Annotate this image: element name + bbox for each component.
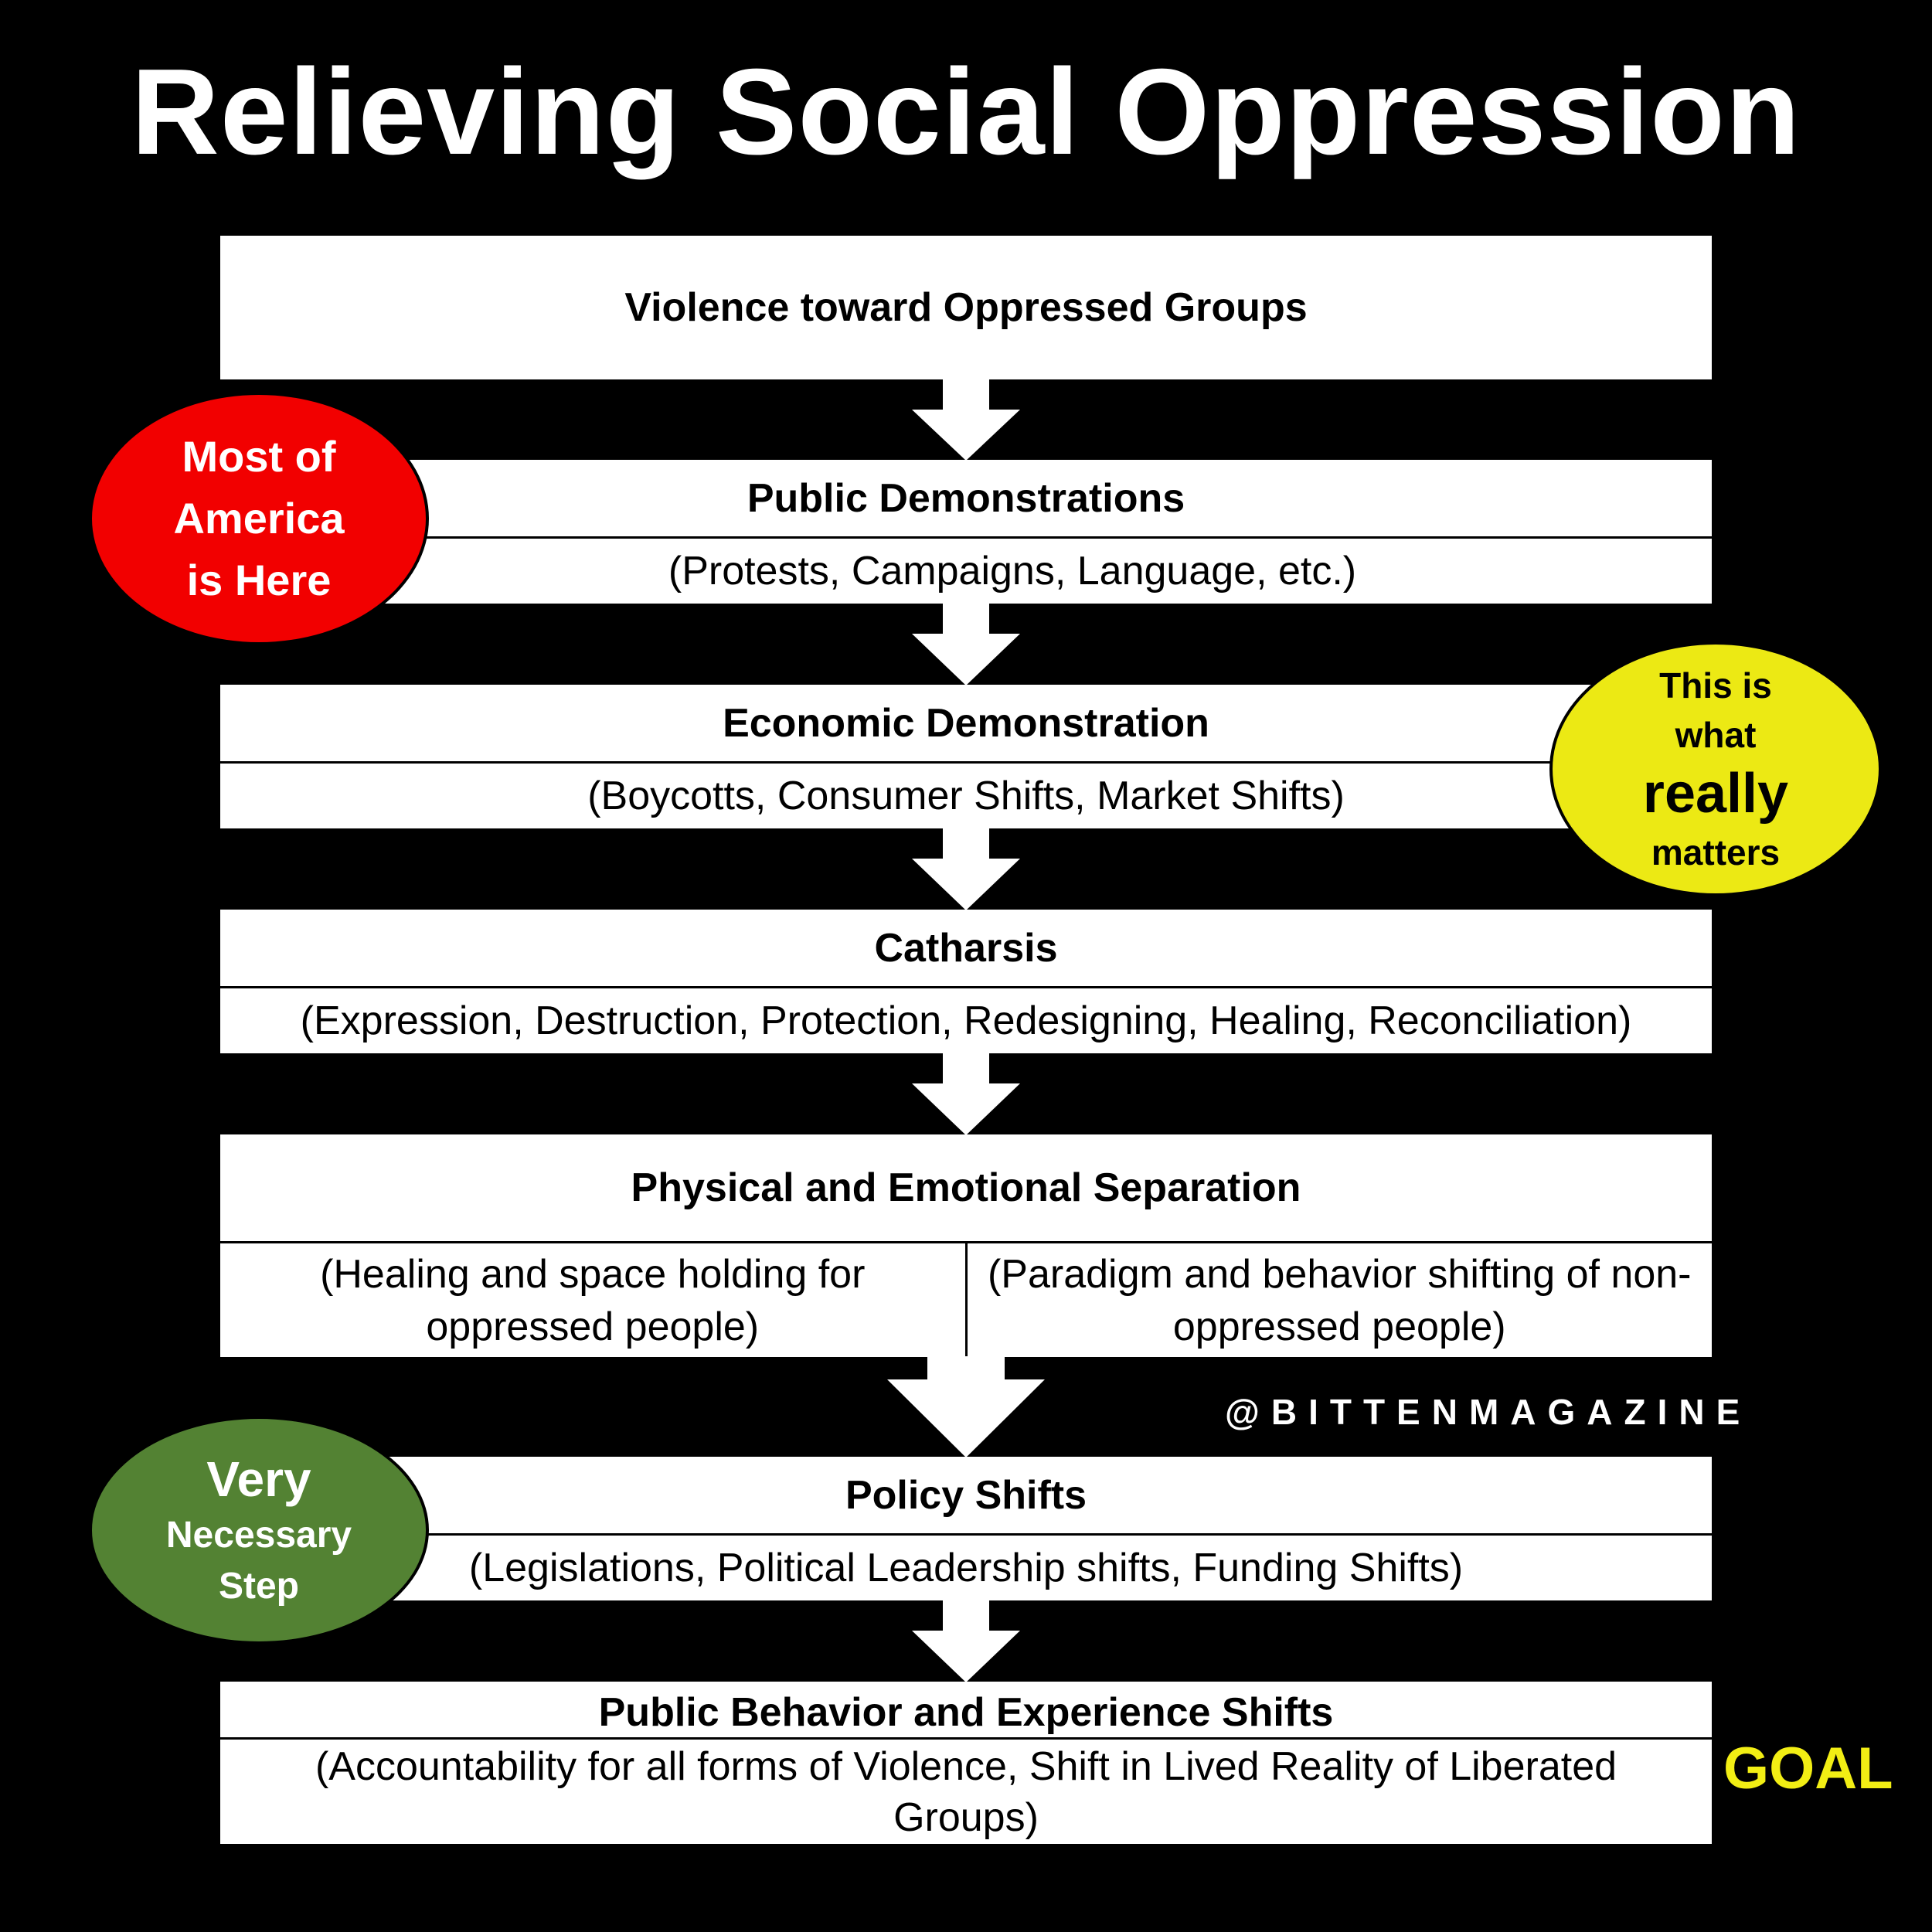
step-heading: Public Behavior and Experience Shifts: [598, 1690, 1334, 1735]
callout-line: This is: [1659, 665, 1772, 706]
step-detail: (Expression, Destruction, Protection, Re…: [220, 986, 1712, 1053]
step-public-demonstrations: Public Demonstrations (Protests, Campaig…: [220, 460, 1712, 604]
callout-line: America: [173, 494, 345, 543]
down-arrow: [887, 1356, 1045, 1458]
callout-line: what: [1675, 715, 1757, 755]
callout-line: Most of: [182, 432, 336, 481]
callout-most-of-america: Most of America is Here: [89, 392, 429, 645]
down-arrow: [912, 379, 1020, 461]
goal-label: GOAL: [1723, 1736, 1893, 1801]
step-detail-right: (Paradigm and behavior shifting of non-o…: [964, 1243, 1713, 1357]
step-detail: (Accountability for all forms of Violenc…: [220, 1737, 1712, 1844]
step-detail: (Protests, Campaigns, Language, etc.): [220, 536, 1712, 604]
down-arrow: [912, 828, 1020, 910]
step-public-behavior: Public Behavior and Experience Shifts (A…: [220, 1682, 1712, 1844]
step-heading: Catharsis: [874, 925, 1058, 971]
diagram-title: Relieving Social Oppression: [131, 44, 1801, 180]
step-economic-demonstration: Economic Demonstration (Boycotts, Consum…: [220, 685, 1712, 828]
step-detail-left: (Healing and space holding for oppressed…: [320, 1251, 866, 1349]
step-separation: Physical and Emotional Separation (Heali…: [220, 1134, 1712, 1357]
down-arrow: [912, 1600, 1020, 1682]
callout-line: Necessary: [165, 1515, 352, 1556]
step-heading: Violence toward Oppressed Groups: [624, 285, 1308, 330]
callout-line: is Here: [186, 556, 332, 604]
step-heading: Public Demonstrations: [747, 475, 1185, 521]
callout-line: Step: [218, 1566, 299, 1607]
down-arrow: [912, 603, 1020, 685]
watermark: @BITTENMAGAZINE: [1225, 1392, 1752, 1432]
step-catharsis: Catharsis (Expression, Destruction, Prot…: [220, 910, 1712, 1053]
down-arrow: [912, 1053, 1020, 1135]
step-policy-shifts: Policy Shifts (Legislations, Political L…: [220, 1457, 1712, 1600]
step-detail-split: (Healing and space holding for oppressed…: [220, 1241, 1712, 1357]
callout-line: Very: [206, 1451, 311, 1507]
step-heading: Policy Shifts: [845, 1472, 1087, 1518]
step-detail: (Boycotts, Consumer Shifts, Market Shift…: [220, 761, 1712, 828]
step-heading: Economic Demonstration: [723, 700, 1209, 746]
callout-line: matters: [1651, 832, 1781, 872]
callout-very-necessary: Very Necessary Step: [89, 1416, 429, 1645]
step-violence: Violence toward Oppressed Groups: [220, 236, 1712, 379]
callout-line: really: [1642, 763, 1789, 825]
step-detail: (Legislations, Political Leadership shif…: [220, 1533, 1712, 1600]
step-heading: Physical and Emotional Separation: [631, 1165, 1301, 1210]
callout-really-matters: This is what really matters: [1549, 641, 1882, 896]
